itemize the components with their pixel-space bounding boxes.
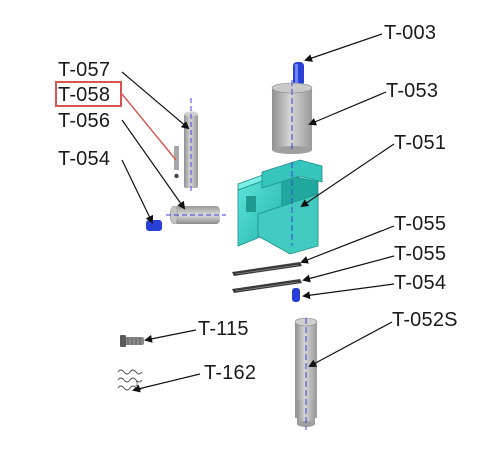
part-t003 xyxy=(293,62,304,86)
highlight-leader xyxy=(121,93,177,161)
part-t057 xyxy=(184,98,198,192)
leader-lines xyxy=(121,33,395,393)
label-t053: T-053 xyxy=(386,80,439,102)
part-t055-strips xyxy=(232,262,302,293)
label-t055-a: T-055 xyxy=(394,213,447,235)
part-t052s xyxy=(294,317,318,430)
part-t115 xyxy=(120,335,144,347)
label-t051: T-051 xyxy=(394,132,447,154)
highlight-box-t058 xyxy=(55,81,122,107)
part-t053 xyxy=(271,80,313,154)
label-t003: T-003 xyxy=(384,22,437,44)
label-t054-right: T-054 xyxy=(394,272,447,294)
part-t054-left xyxy=(146,220,162,231)
label-t052s: T-052S xyxy=(392,309,458,331)
part-t051 xyxy=(237,159,323,255)
label-t115: T-115 xyxy=(198,318,249,340)
spring-mark: 1 xyxy=(135,381,139,388)
label-t056: T-056 xyxy=(58,110,111,132)
label-t055-b: T-055 xyxy=(394,243,447,265)
label-t054-left: T-054 xyxy=(58,148,111,170)
label-t057: T-057 xyxy=(58,59,111,81)
part-t058 xyxy=(174,146,179,179)
part-t054-right xyxy=(292,288,300,302)
label-t058: T-058 xyxy=(58,84,111,106)
part-t162: 1 xyxy=(117,369,143,391)
part-t056 xyxy=(166,205,226,225)
label-t162: T-162 xyxy=(204,362,257,384)
